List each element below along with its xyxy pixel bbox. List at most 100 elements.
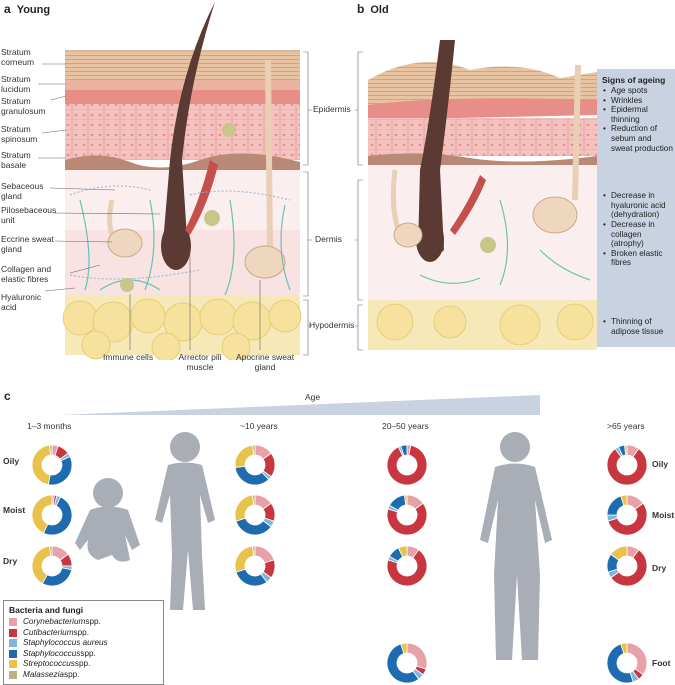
donut-slice (234, 465, 270, 486)
legend-item: Corynebacterium spp. (9, 617, 163, 628)
legend-title: Bacteria and fungi (9, 605, 84, 615)
donut-slice (41, 567, 73, 587)
young-skin (62, 2, 302, 360)
legend-swatch (9, 639, 17, 648)
donut-slice (400, 642, 408, 654)
skin-illustration (38, 2, 597, 360)
donut-dry (234, 545, 276, 587)
donut-slice (235, 568, 268, 587)
legend-genus: Staphylococcus aureus (23, 638, 108, 647)
donut-foot (386, 642, 428, 684)
label-apocrine-gland: Apocrine sweat gland (235, 352, 295, 372)
donut-oily (606, 444, 648, 486)
ageing-hypodermis-list: Thinning of adipose tissue (597, 317, 675, 336)
age-group-4: >65 years (607, 421, 645, 431)
legend-item: Streptococcus spp. (9, 659, 163, 670)
age-wedge (60, 395, 540, 415)
donut-oily (234, 444, 276, 486)
donut-moist (234, 494, 276, 536)
legend-swatch (9, 628, 17, 637)
legend-suffix: spp. (63, 669, 80, 679)
donut-dry (386, 545, 428, 587)
label-epidermis: Epidermis (313, 104, 351, 114)
donut-slice (47, 455, 73, 486)
donut-slice (610, 549, 648, 587)
label-stratum-granulosum: Stratum granulosum (1, 96, 46, 116)
panel-b-label: Old (370, 4, 389, 16)
legend-suffix: spp. (80, 648, 96, 658)
label-hypodermis: Hypodermis (309, 320, 355, 330)
ageing-title: Signs of ageing (602, 75, 666, 85)
donut-slice (42, 496, 73, 536)
donut-slice (49, 545, 53, 557)
site-moist-left: Moist (3, 505, 26, 515)
site-dry-left: Dry (3, 556, 18, 566)
ageing-item: Thinning of adipose tissue (601, 317, 675, 336)
ageing-item: Wrinkles (601, 96, 675, 106)
donut-moist (386, 494, 428, 536)
legend-items: Corynebacterium spp.Cutibacterium spp.St… (4, 617, 163, 680)
label-arrector-pili: Arrector pili muscle (178, 352, 222, 372)
legend-swatch (9, 618, 17, 627)
ageing-item: Epidermal thinning (601, 105, 675, 124)
donut-charts (31, 444, 648, 684)
donut-slice (386, 444, 428, 486)
donut-moist (31, 494, 73, 536)
site-dry-right: Dry (652, 563, 667, 573)
donut-oily (31, 444, 73, 486)
donut-slice (252, 494, 256, 506)
donut-dry (606, 545, 648, 587)
label-pilosebaceous-unit: Pilosebaceous unit (1, 205, 57, 225)
age-group-3: 20–50 years (382, 421, 429, 431)
ageing-item: Decrease in hyaluronic acid (dehydration… (601, 191, 675, 220)
ageing-item: Decrease in collagen (atrophy) (601, 220, 675, 249)
panel-c-title: c (4, 389, 17, 403)
legend-item: Staphylococcus spp. (9, 649, 163, 660)
legend-genus: Cutibacterium (23, 627, 74, 637)
site-moist-right: Moist (652, 510, 675, 520)
donut-oily (386, 444, 428, 486)
ageing-epidermis-list: Age spots Wrinkles Epidermal thinning Re… (597, 86, 675, 153)
donut-slice (624, 444, 628, 456)
legend-suffix: spp. (73, 627, 89, 637)
legend-swatch (9, 660, 17, 669)
donut-slice (400, 444, 408, 456)
label-dermis: Dermis (315, 234, 342, 244)
legend-genus: Corynebacterium (23, 617, 86, 626)
age-group-2: ~10 years (240, 421, 278, 431)
label-immune-cells: Immune cells (103, 352, 154, 362)
donut-slice (386, 502, 428, 536)
age-group-1: 1–3 months (27, 421, 72, 431)
donut-slice (234, 444, 255, 468)
donut-slice (406, 642, 428, 670)
donut-slice (397, 545, 408, 558)
legend-item: Staphylococcus aureus (9, 638, 163, 649)
donut-slice (607, 502, 648, 536)
legend-suffix: spp. (85, 617, 101, 626)
donut-foot (606, 642, 648, 684)
legend-swatch (9, 670, 17, 679)
panel-b-title: b Old (357, 2, 389, 16)
label-sebaceous-gland: Sebaceous gland (1, 181, 44, 201)
panel-letter-b: b (357, 2, 365, 16)
donut-slice (31, 444, 52, 486)
legend: Bacteria and fungi Corynebacterium spp.C… (3, 600, 164, 685)
label-collagen-elastic: Collagen and elastic fibres (1, 264, 52, 284)
donut-slice (606, 448, 648, 486)
donut-slice (252, 444, 256, 456)
label-eccrine-sweat-gland: Eccrine sweat gland (1, 234, 54, 254)
site-foot-right: Foot (652, 658, 671, 668)
ageing-item: Broken elastic fibres (601, 249, 675, 268)
legend-item: Cutibacterium spp. (9, 628, 163, 639)
label-stratum-spinosum: Stratum spinosum (1, 124, 38, 144)
legend-genus: Staphylococcus (23, 648, 81, 658)
age-axis-label: Age (305, 392, 321, 402)
donut-slice (620, 642, 628, 654)
donut-slice (610, 545, 628, 561)
panel-a-label: Young (16, 4, 51, 16)
donut-slice (252, 545, 256, 557)
label-stratum-basale: Stratum basale (1, 150, 31, 170)
legend-suffix: spp. (74, 659, 91, 668)
donut-moist (606, 494, 648, 536)
